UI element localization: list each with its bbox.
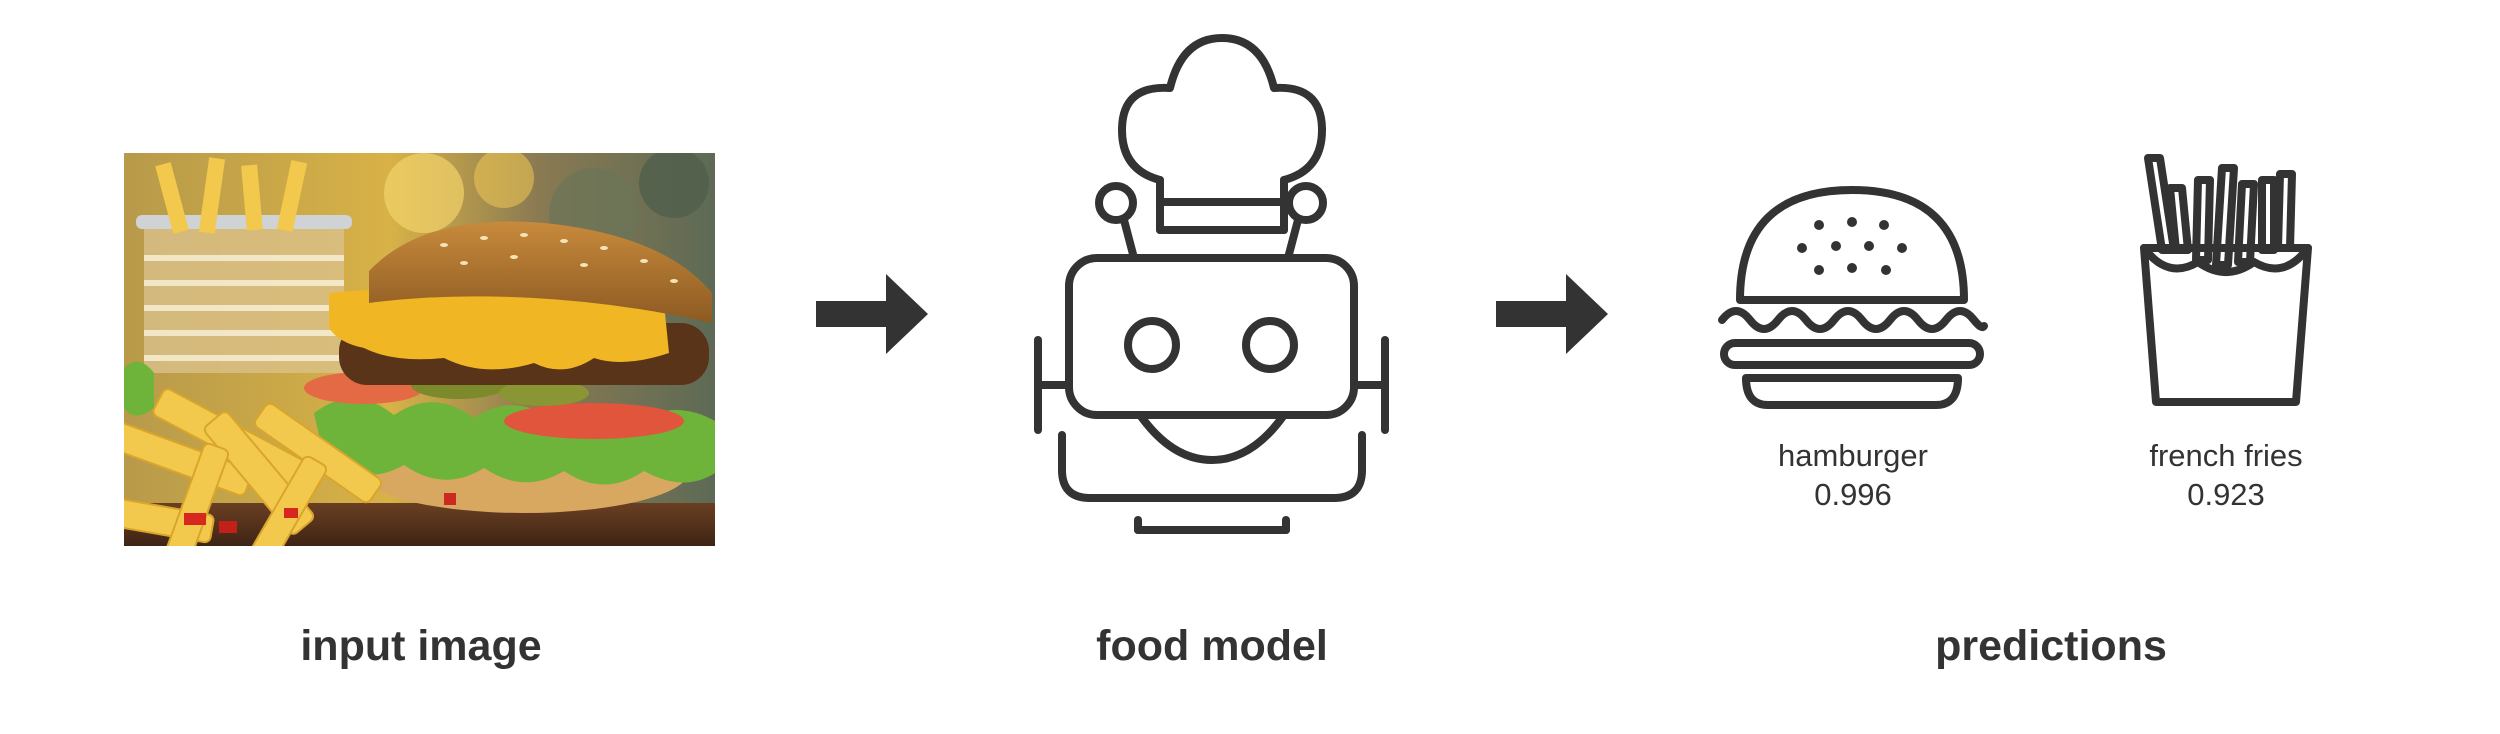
right-arrow-icon	[1496, 274, 1608, 354]
prediction-label-hamburger: hamburger	[1778, 438, 1928, 473]
hamburger-icon	[1714, 180, 1990, 410]
prediction-label-french-fries: french fries	[2149, 438, 2303, 473]
input-image-label: input image	[300, 622, 542, 670]
chef-robot-icon	[1022, 30, 1402, 545]
predictions-label: predictions	[1935, 622, 2167, 670]
food-model-label: food model	[1096, 622, 1328, 670]
right-arrow-icon	[816, 274, 928, 354]
prediction-score-hamburger: 0.996	[1814, 477, 1892, 512]
input-image	[124, 153, 715, 546]
french-fries-icon	[2138, 150, 2314, 412]
prediction-score-french-fries: 0.923	[2187, 477, 2265, 512]
burger-photo	[124, 153, 715, 546]
